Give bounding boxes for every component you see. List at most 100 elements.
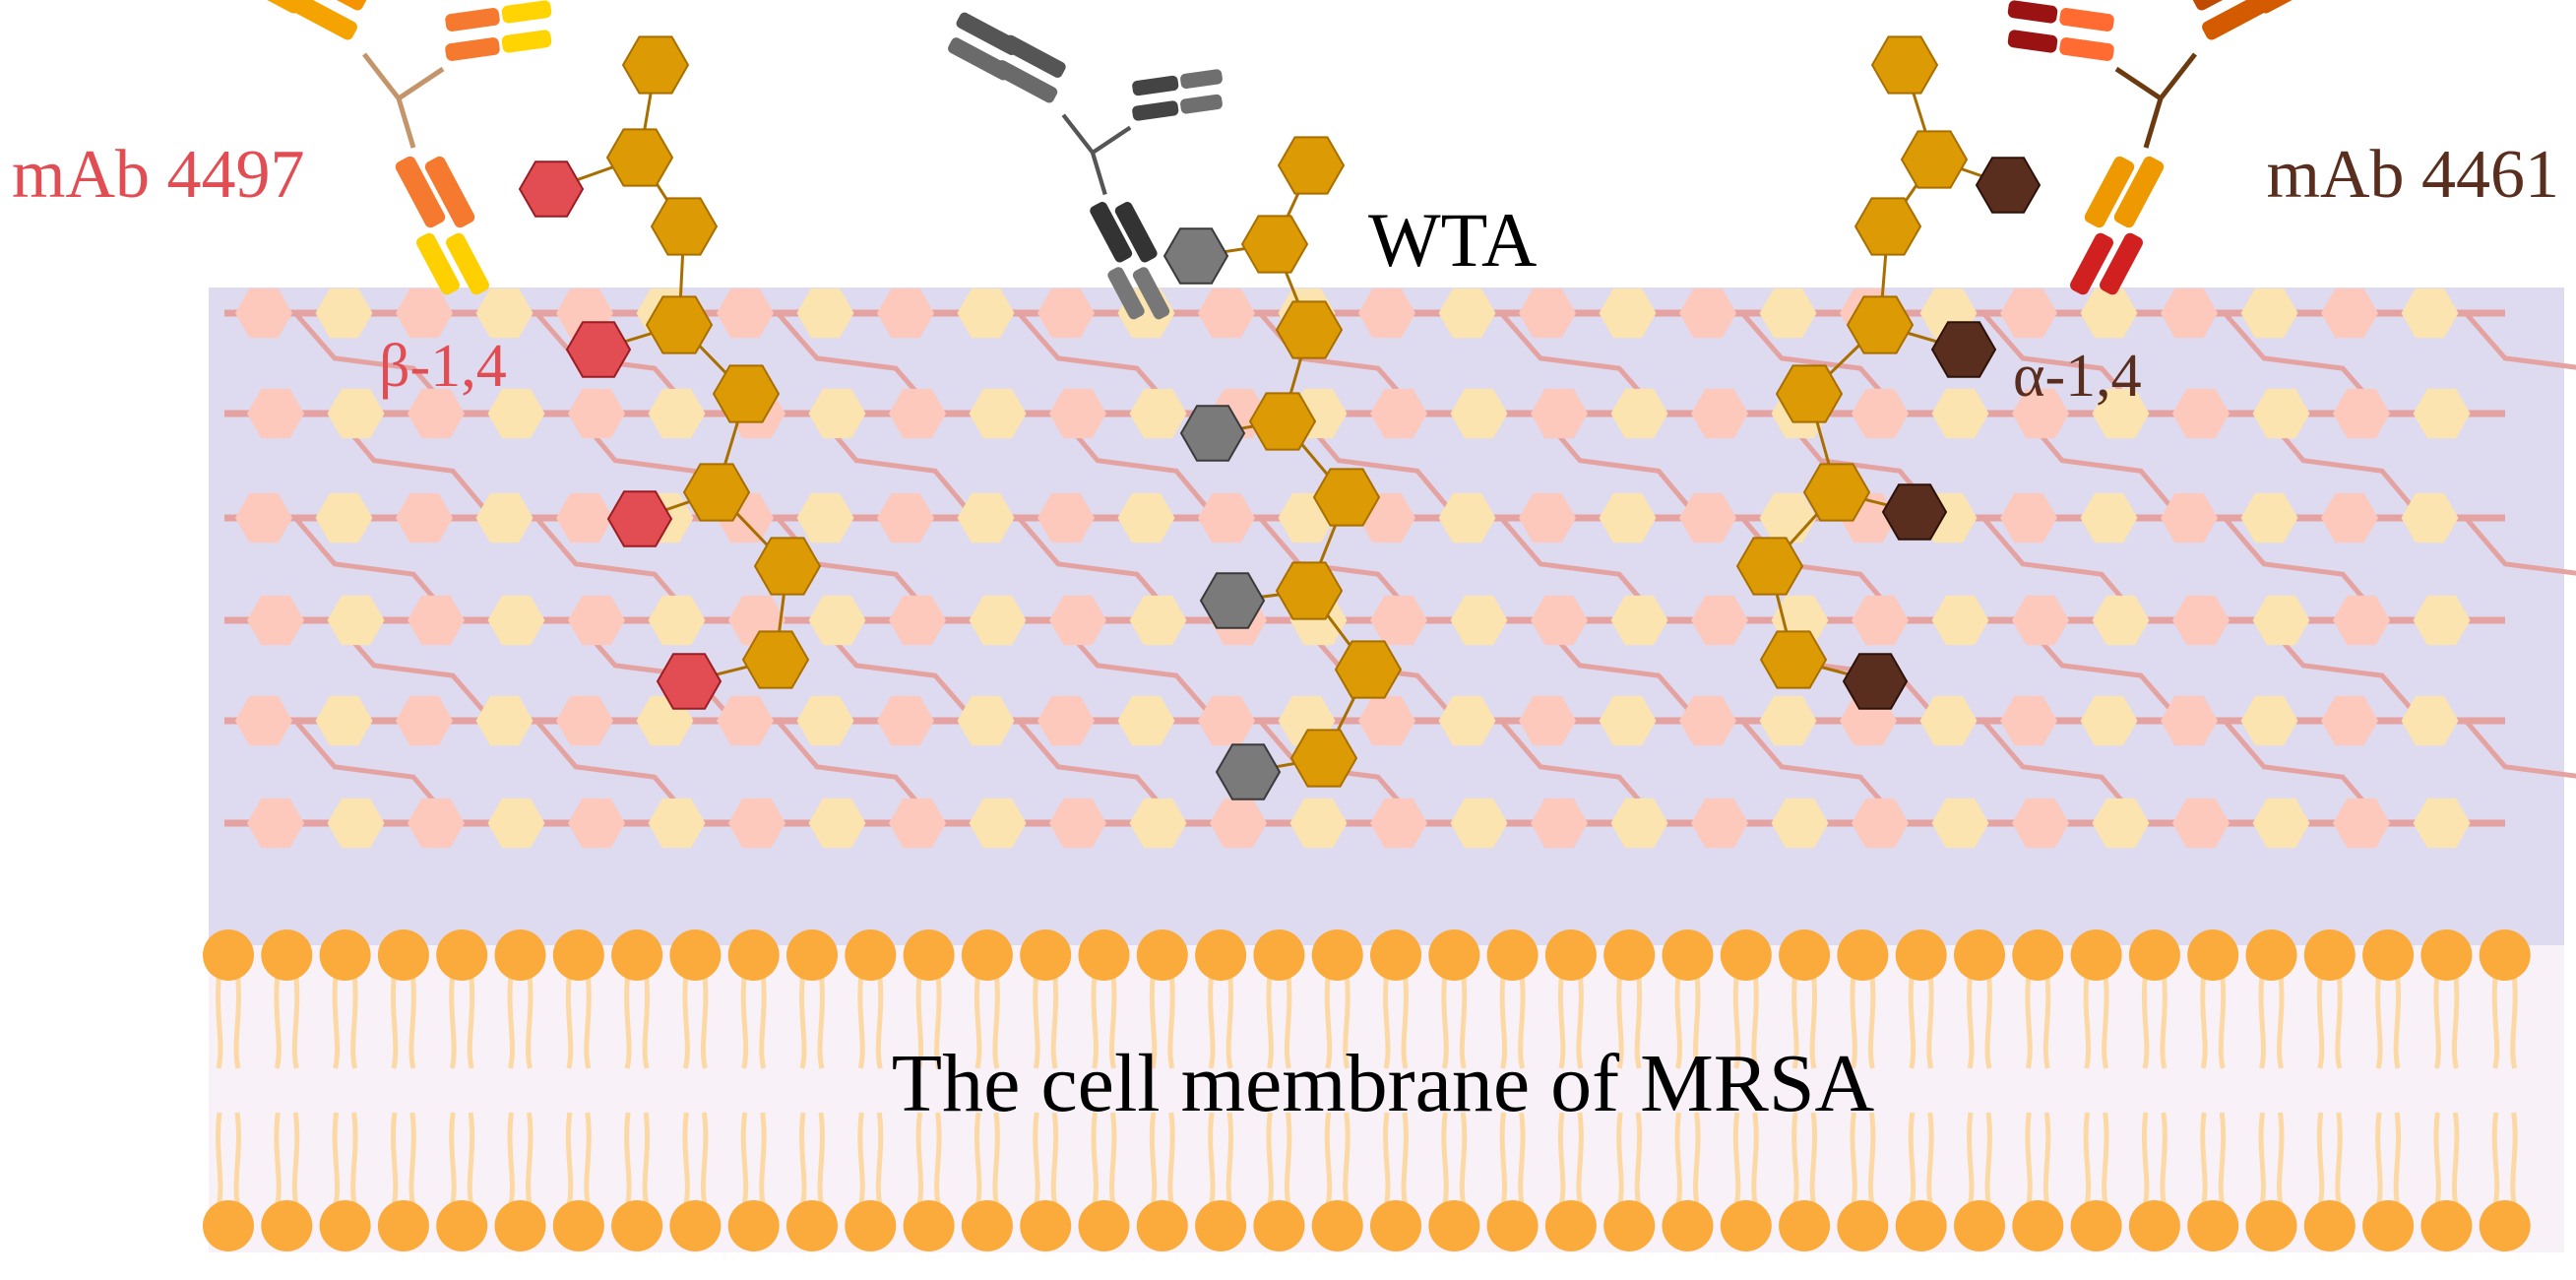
lipid-icon (1779, 1200, 1831, 1251)
lipid-icon (1720, 1200, 1772, 1251)
lipid-icon (552, 1200, 604, 1251)
hexose-icon (408, 595, 465, 646)
lipid-tail (1324, 1112, 1351, 1207)
hexose-icon (796, 288, 854, 339)
hexose-icon (235, 695, 292, 746)
hexose-icon (327, 388, 385, 439)
lipid-tail (2375, 1112, 2402, 1207)
lipid-icon (377, 1200, 429, 1251)
hexose-icon (315, 492, 373, 544)
lipid-icon (1428, 1200, 1480, 1251)
lipid-icon (903, 1200, 955, 1251)
lipid-icon (2303, 929, 2356, 981)
lipid-tail (740, 969, 767, 1069)
lipid-tail (216, 969, 241, 1069)
fc-light-chain (2100, 232, 2143, 295)
lipid-icon (1311, 929, 1363, 981)
hexose-icon (889, 798, 946, 849)
lipid-tail (1091, 969, 1117, 1069)
lipid-icon (1603, 929, 1656, 981)
hexose-icon (889, 388, 946, 439)
lipid-icon (494, 1200, 546, 1251)
hexose-icon (1162, 227, 1229, 285)
hexose-icon (1870, 35, 1939, 95)
hexose-icon (1438, 695, 1496, 746)
lipid-icon (1486, 929, 1539, 981)
hexose-icon (1277, 136, 1346, 195)
hexose-icon (1199, 572, 1266, 629)
lipid-icon (669, 929, 722, 981)
lipid-icon (1136, 929, 1188, 981)
lipid-icon (669, 1200, 722, 1251)
hexose-icon (327, 595, 385, 646)
hexose-icon (2080, 695, 2138, 746)
lipid-tail (449, 969, 475, 1069)
fab-heavy-chain (948, 37, 1012, 81)
lipid-icon (203, 929, 254, 981)
hexose-icon (487, 595, 545, 646)
hexose-icon (969, 595, 1027, 646)
lipid-tail (274, 1112, 300, 1207)
lipid-icon (1428, 929, 1480, 981)
lipid-icon (1486, 1200, 1539, 1251)
hexose-icon (1531, 595, 1588, 646)
hexose-icon (1129, 595, 1187, 646)
hexose-icon (1842, 653, 1909, 710)
lipid-icon (319, 1200, 371, 1251)
wta-chain-middle (1162, 136, 1403, 800)
lipid-tail (1967, 1112, 1992, 1207)
fab-heavy-chain (2059, 37, 2114, 61)
hexose-icon (1037, 288, 1095, 339)
lipid-tail (332, 969, 358, 1069)
hexose-icon (1198, 492, 1255, 544)
hexose-icon (408, 798, 465, 849)
hexose-icon (1919, 695, 1978, 746)
hexose-icon (487, 388, 545, 439)
lipid-tail (1557, 1112, 1584, 1207)
hexose-icon (2401, 492, 2459, 544)
lipid-tail (507, 969, 534, 1069)
lipid-icon (1662, 1200, 1714, 1251)
hexose-icon (2413, 388, 2471, 439)
hexose-icon (1358, 288, 1415, 339)
hexose-icon (650, 197, 719, 256)
lipid-tail (1383, 969, 1409, 1069)
hexose-icon (1610, 798, 1668, 849)
fc-heavy-chain (424, 156, 475, 228)
lipid-tail (449, 1112, 475, 1207)
hexose-icon (889, 595, 946, 646)
hexose-icon (2012, 595, 2069, 646)
hexose-icon (327, 798, 385, 849)
hexose-icon (1240, 215, 1309, 274)
lipid-tail (1499, 969, 1526, 1069)
lipid-icon (2303, 1200, 2356, 1251)
hexose-icon (1289, 798, 1348, 849)
hexose-icon (1852, 595, 1909, 646)
lipid-icon (1720, 929, 1772, 981)
fab-light-chain (1180, 69, 1223, 90)
hexose-icon (475, 695, 534, 746)
fab-light-chain (501, 30, 552, 53)
hexose-icon (565, 321, 632, 378)
lipid-icon (1078, 929, 1130, 981)
hexose-icon (1370, 798, 1427, 849)
hexose-icon (1198, 288, 1255, 339)
hexose-icon (2240, 695, 2298, 746)
lipid-tail (1208, 1112, 1234, 1207)
lipid-tail (2025, 969, 2051, 1069)
lipid-icon (2245, 1200, 2297, 1251)
hexose-icon (2172, 798, 2230, 849)
hexose-icon (2240, 288, 2298, 339)
hexose-icon (1735, 537, 1804, 596)
hexose-icon (315, 695, 373, 746)
lipid-tail (1732, 969, 1759, 1069)
hexose-icon (969, 798, 1027, 849)
lipid-icon (1544, 929, 1597, 981)
lipid-tail (1149, 1112, 1175, 1207)
lipid-tail (2025, 1112, 2051, 1207)
hexose-icon (1852, 388, 1909, 439)
hexose-icon (1759, 630, 1828, 689)
lipid-icon (1895, 1200, 1947, 1251)
lipid-tail (1441, 969, 1468, 1069)
antibodies (228, 0, 2331, 320)
